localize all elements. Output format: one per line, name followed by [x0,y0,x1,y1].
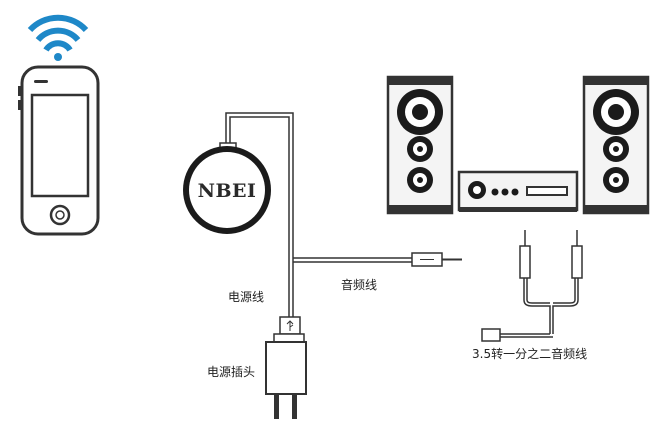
power-adapter-icon [265,333,307,419]
audio-cable [293,252,462,267]
left-speaker-icon [386,75,454,215]
smartphone-icon [18,65,100,236]
splitter-cable-label: 3.5转一分之二音频线 [472,347,588,361]
wifi-icon [27,14,89,61]
audio-receiver: NBEI [183,112,294,262]
amplifier-icon [457,170,579,212]
power-adapter-label: 电源插头 [207,365,256,379]
splitter-cable [481,230,583,342]
right-speaker-icon [582,75,650,215]
audio-cable-label: 音频线 [341,278,378,292]
power-cable-label: 电源线 [228,290,265,304]
device-logo: NBEI [198,180,257,202]
power-cable [279,262,301,335]
